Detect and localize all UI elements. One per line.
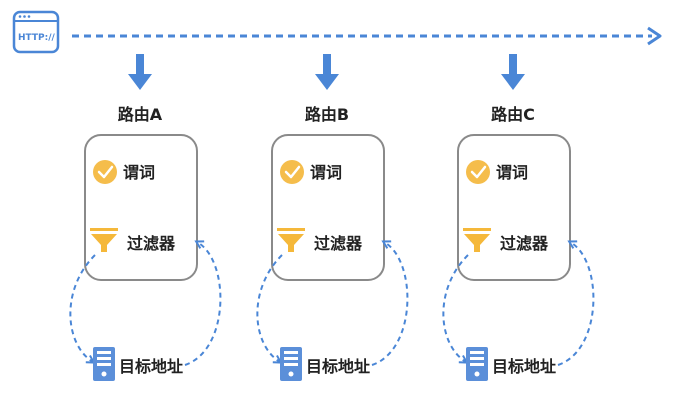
funnel-icon: [463, 228, 491, 252]
predicate-label: 谓词: [310, 163, 342, 182]
route-box: [271, 134, 385, 281]
http-label: HTTP://: [18, 33, 55, 43]
return-flow-arrow: [557, 242, 595, 366]
check-circle-icon: [280, 160, 304, 184]
route-box: [84, 134, 198, 281]
forward-flow-arrow: [256, 254, 283, 362]
check-circle-icon: [466, 160, 490, 184]
server-icon: [466, 347, 488, 381]
target-label: 目标地址: [306, 357, 370, 376]
request-flow-arrowhead: [647, 26, 662, 46]
predicate-label: 谓词: [496, 163, 528, 182]
filter-label: 过滤器: [314, 234, 363, 253]
arrow-down-icon: [315, 54, 339, 90]
filter-label: 过滤器: [127, 234, 176, 253]
filter-label: 过滤器: [500, 234, 549, 253]
predicate-label: 谓词: [123, 163, 155, 182]
route-label: 路由C: [491, 105, 535, 124]
check-circle-icon: [93, 160, 117, 184]
target-label: 目标地址: [492, 357, 556, 376]
route-box: [457, 134, 571, 281]
server-icon: [93, 347, 115, 381]
server-icon: [280, 347, 302, 381]
return-flow-arrow: [371, 242, 409, 366]
return-flow-arrow: [184, 242, 222, 366]
funnel-icon: [90, 228, 118, 252]
forward-flow-arrow: [442, 254, 469, 362]
http-browser-icon: HTTP://: [12, 10, 60, 54]
funnel-icon: [277, 228, 305, 252]
forward-flow-arrow: [69, 254, 96, 362]
target-label: 目标地址: [119, 357, 183, 376]
arrow-down-icon: [128, 54, 152, 90]
route-label: 路由A: [118, 105, 163, 124]
arrow-down-icon: [501, 54, 525, 90]
route-label: 路由B: [305, 105, 349, 124]
